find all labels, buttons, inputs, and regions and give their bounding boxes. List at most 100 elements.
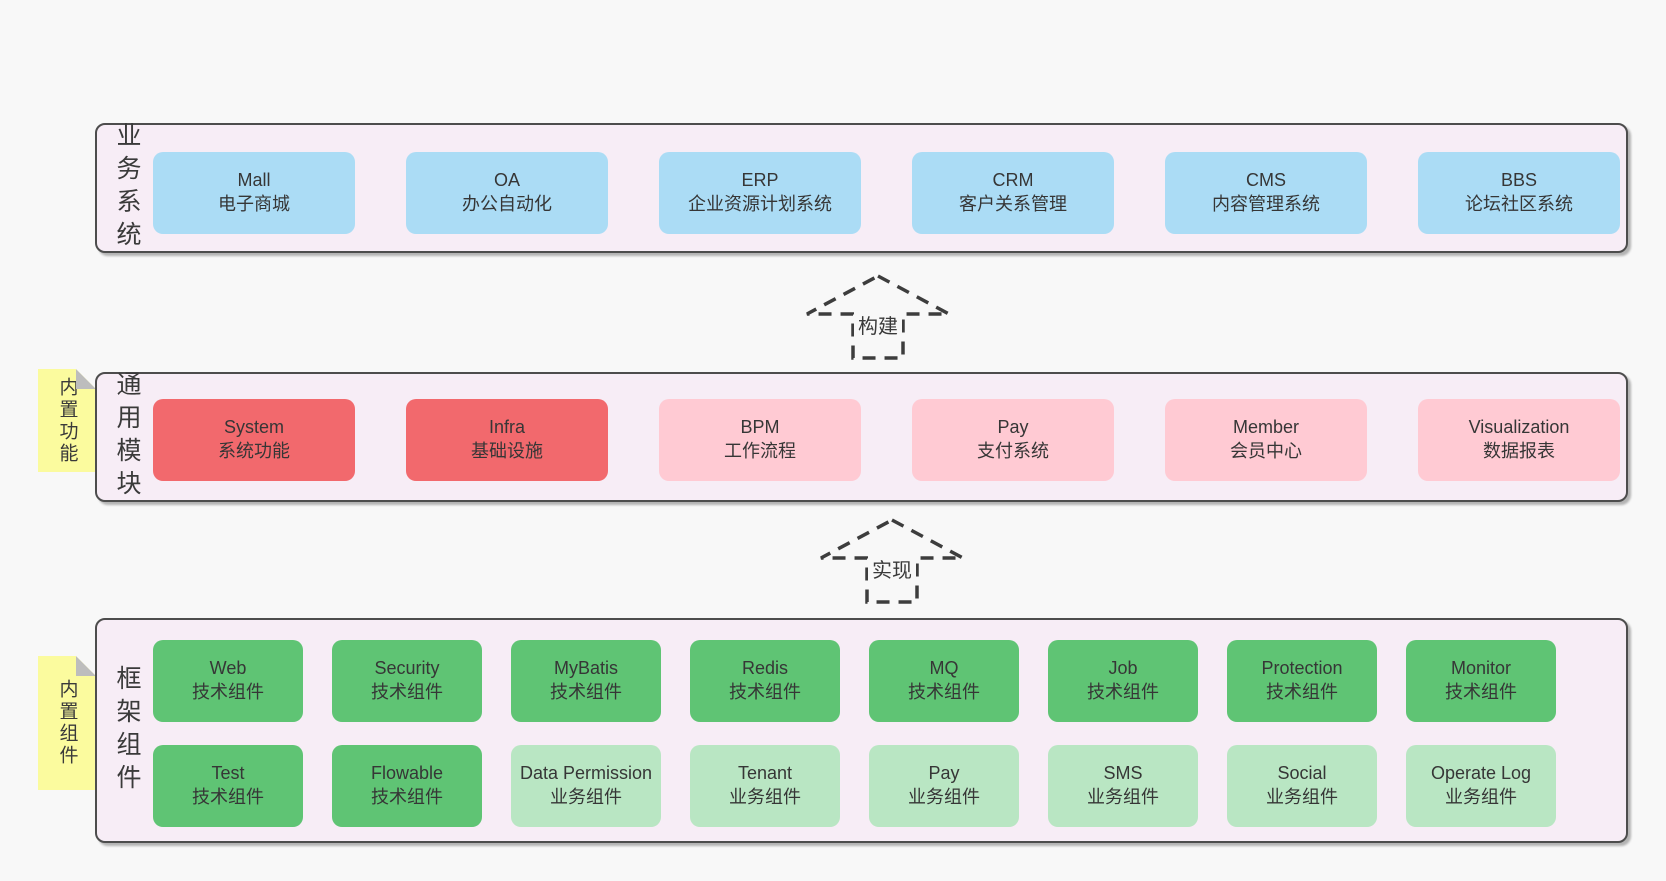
box-subtitle: 技术组件 [192, 787, 264, 807]
box-title: CRM [992, 170, 1034, 191]
box-flowable: Flowable 技术组件 [332, 745, 482, 827]
box-subtitle: 技术组件 [729, 682, 801, 702]
box-title: BPM [740, 417, 780, 438]
box-bpm: BPM 工作流程 [659, 399, 861, 481]
box-title: BBS [1500, 170, 1538, 191]
box-visualization: Visualization 数据报表 [1418, 399, 1620, 481]
box-pay-component: Pay 业务组件 [869, 745, 1019, 827]
box-subtitle: 支付系统 [977, 441, 1049, 461]
box-test: Test 技术组件 [153, 745, 303, 827]
box-mq: MQ 技术组件 [869, 640, 1019, 722]
box-infra: Infra 基础设施 [406, 399, 608, 481]
box-web: Web 技术组件 [153, 640, 303, 722]
box-cms: CMS 内容管理系统 [1165, 152, 1367, 234]
arrow-implement-label: 实现 [868, 552, 916, 585]
box-social: Social 业务组件 [1227, 745, 1377, 827]
sticky-note-built-in-features: 内置功能 [38, 369, 96, 472]
box-title: MQ [929, 658, 959, 679]
box-subtitle: 会员中心 [1230, 441, 1302, 461]
box-monitor: Monitor 技术组件 [1406, 640, 1556, 722]
layer-label-common-modules: 通用模块 [113, 371, 141, 503]
box-subtitle: 企业资源计划系统 [688, 194, 832, 214]
box-title: MyBatis [553, 658, 618, 679]
box-subtitle: 技术组件 [550, 682, 622, 702]
box-subtitle: 办公自动化 [462, 194, 552, 214]
box-redis: Redis 技术组件 [690, 640, 840, 722]
layer-label-framework-components: 框架组件 [113, 664, 141, 797]
sticky-note-label: 内置组件 [56, 679, 78, 767]
box-title: Protection [1261, 658, 1343, 679]
box-title: SMS [1103, 763, 1143, 784]
box-title: Social [1277, 763, 1327, 784]
box-title: OA [493, 170, 520, 191]
box-title: Infra [488, 417, 526, 438]
components-row-2: Test 技术组件 Flowable 技术组件 Data Permission … [153, 745, 1556, 827]
modules-box-row: System 系统功能 Infra 基础设施 BPM 工作流程 Pay 支付系统… [153, 399, 1620, 481]
box-title: ERP [741, 170, 779, 191]
box-title: Member [1232, 417, 1299, 438]
layer-label-business-systems: 业务系统 [113, 122, 141, 254]
box-subtitle: 技术组件 [371, 682, 443, 702]
dashed-up-arrow-icon [820, 518, 964, 604]
box-subtitle: 技术组件 [371, 787, 443, 807]
box-protection: Protection 技术组件 [1227, 640, 1377, 722]
arrow-build: 构建 [803, 272, 953, 362]
folded-corner-icon [76, 656, 96, 676]
box-subtitle: 系统功能 [218, 441, 290, 461]
box-subtitle: 数据报表 [1483, 441, 1555, 461]
box-subtitle: 业务组件 [1445, 787, 1517, 807]
box-subtitle: 业务组件 [1087, 787, 1159, 807]
box-erp: ERP 企业资源计划系统 [659, 152, 861, 234]
box-title: Pay [928, 763, 960, 784]
box-subtitle: 业务组件 [729, 787, 801, 807]
dashed-up-arrow-icon [806, 274, 950, 360]
box-title: Flowable [370, 763, 444, 784]
box-subtitle: 业务组件 [908, 787, 980, 807]
box-title: Monitor [1450, 658, 1512, 679]
box-title: Mall [237, 170, 271, 191]
box-subtitle: 论坛社区系统 [1465, 194, 1573, 214]
sticky-note-label: 内置功能 [56, 376, 78, 465]
box-subtitle: 工作流程 [724, 441, 796, 461]
box-title: Operate Log [1430, 763, 1532, 784]
box-subtitle: 技术组件 [1445, 682, 1517, 702]
box-title: Tenant [737, 763, 793, 784]
layer-business-systems: 业务系统 Mall 电子商城 OA 办公自动化 ERP 企业资源计划系统 CRM… [95, 122, 1628, 254]
business-box-row: Mall 电子商城 OA 办公自动化 ERP 企业资源计划系统 CRM 客户关系… [153, 152, 1620, 234]
box-member: Member 会员中心 [1165, 399, 1367, 481]
box-bbs: BBS 论坛社区系统 [1418, 152, 1620, 234]
box-security: Security 技术组件 [332, 640, 482, 722]
components-row-1: Web 技术组件 Security 技术组件 MyBatis 技术组件 Redi… [153, 640, 1556, 722]
box-subtitle: 内容管理系统 [1212, 194, 1320, 214]
box-crm: CRM 客户关系管理 [912, 152, 1114, 234]
box-subtitle: 技术组件 [192, 682, 264, 702]
box-pay-module: Pay 支付系统 [912, 399, 1114, 481]
arrow-build-label: 构建 [854, 308, 902, 341]
box-mall: Mall 电子商城 [153, 152, 355, 234]
box-title: System [223, 417, 284, 438]
sticky-note-built-in-components: 内置组件 [38, 656, 96, 790]
layer-common-modules: 通用模块 System 系统功能 Infra 基础设施 BPM 工作流程 Pay… [95, 371, 1628, 503]
box-sms: SMS 业务组件 [1048, 745, 1198, 827]
layer-framework-components: 框架组件 Web 技术组件 Security 技术组件 MyBatis 技术组件… [95, 618, 1628, 843]
box-operate-log: Operate Log 业务组件 [1406, 745, 1556, 827]
box-subtitle: 技术组件 [1087, 682, 1159, 702]
box-title: Security [374, 658, 440, 679]
box-title: Data Permission [519, 763, 653, 784]
box-subtitle: 业务组件 [1266, 787, 1338, 807]
box-tenant: Tenant 业务组件 [690, 745, 840, 827]
folded-corner-icon [76, 369, 96, 389]
box-subtitle: 客户关系管理 [959, 194, 1067, 214]
box-system: System 系统功能 [153, 399, 355, 481]
box-title: CMS [1246, 170, 1286, 191]
box-oa: OA 办公自动化 [406, 152, 608, 234]
box-subtitle: 基础设施 [471, 441, 543, 461]
box-subtitle: 业务组件 [550, 787, 622, 807]
box-data-permission: Data Permission 业务组件 [511, 745, 661, 827]
box-title: Test [211, 763, 245, 784]
box-title: Visualization [1468, 417, 1570, 438]
box-mybatis: MyBatis 技术组件 [511, 640, 661, 722]
box-subtitle: 技术组件 [908, 682, 980, 702]
box-title: Web [209, 658, 247, 679]
box-title: Pay [997, 417, 1029, 438]
